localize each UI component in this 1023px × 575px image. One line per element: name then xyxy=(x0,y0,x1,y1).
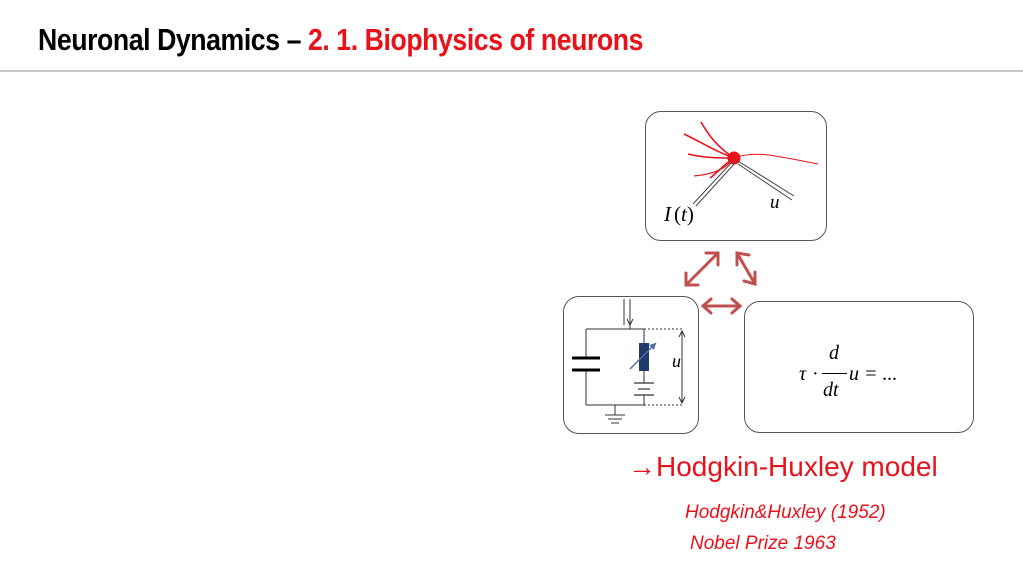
reference-nobel-prize: Nobel Prize 1963 xyxy=(690,533,836,554)
fraction-bar xyxy=(822,373,847,374)
input-current-label: I(t) xyxy=(664,202,694,226)
arrow-neuron-equation xyxy=(735,251,757,286)
reference-paper: Hodgkin&Huxley (1952) xyxy=(685,502,886,523)
arrow-neuron-circuit xyxy=(684,251,720,287)
title-divider xyxy=(0,70,1023,72)
neuron-panel: I(t) u xyxy=(645,111,827,241)
arrow-circuit-equation xyxy=(700,297,743,315)
title-prefix: Neuronal Dynamics – xyxy=(38,22,308,57)
equation-rhs: u = ... xyxy=(849,363,898,385)
circuit-diagram xyxy=(572,299,686,424)
equation-panel: τ · d dt u = ... xyxy=(744,301,974,433)
tau-symbol: τ xyxy=(799,363,807,385)
fraction-numerator: d xyxy=(829,342,839,364)
battery xyxy=(634,382,654,396)
circuit-voltage-label: u xyxy=(672,351,681,371)
differential-equation: τ · d dt u = ... xyxy=(799,342,939,402)
model-name: Hodgkin-Huxley model xyxy=(656,451,938,482)
hodgkin-huxley-model-label: →Hodgkin-Huxley model xyxy=(628,451,938,483)
circuit-panel: u xyxy=(563,296,699,434)
slide-title: Neuronal Dynamics – 2. 1. Biophysics of … xyxy=(38,22,643,58)
arrow-right-icon: → xyxy=(628,451,656,482)
dot-operator: · xyxy=(812,363,819,385)
neuron-drawing xyxy=(683,121,819,207)
capacitor xyxy=(572,356,600,372)
membrane-potential-label: u xyxy=(770,192,780,213)
variable-resistor xyxy=(639,343,649,371)
fraction-denominator: dt xyxy=(823,379,839,401)
soma xyxy=(727,151,741,165)
title-highlight: 2. 1. Biophysics of neurons xyxy=(307,22,644,57)
